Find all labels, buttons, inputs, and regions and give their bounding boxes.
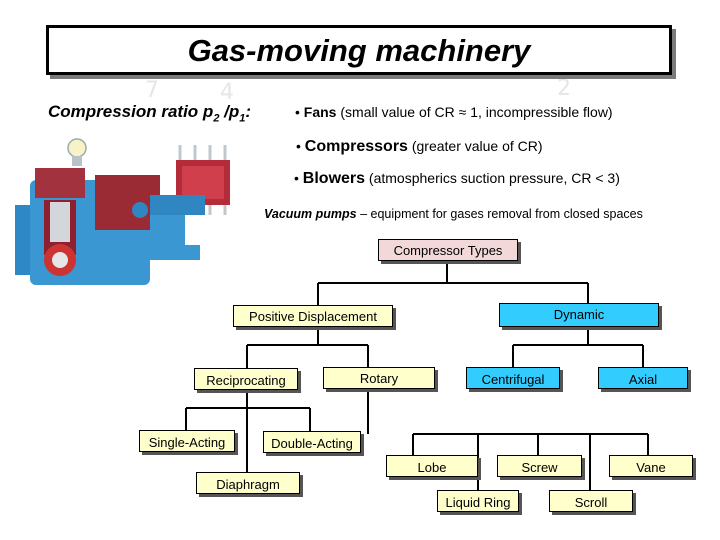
cr-sub1: 1 bbox=[239, 112, 246, 125]
node-lobe: Lobe bbox=[386, 455, 478, 477]
node-single-acting: Single-Acting bbox=[139, 430, 235, 452]
page-title: Gas-moving machinery bbox=[187, 33, 531, 68]
compressors-desc: (greater value of CR) bbox=[407, 138, 543, 154]
vacuum-term: Vacuum pumps bbox=[264, 207, 357, 221]
watermark-digit: 2 bbox=[557, 76, 571, 101]
blowers-desc: (atmospherics suction pressure, CR < 3) bbox=[365, 170, 620, 186]
node-dynamic: Dynamic bbox=[499, 303, 659, 327]
vacuum-line: Vacuum pumps – equipment for gases remov… bbox=[264, 207, 643, 221]
node-screw: Screw bbox=[497, 455, 582, 477]
node-vane: Vane bbox=[609, 455, 693, 477]
bulb-icon bbox=[67, 138, 87, 166]
cr-sub2: 2 bbox=[213, 112, 220, 125]
watermark-digit: 4 bbox=[220, 80, 234, 105]
compressors-term: Compressors bbox=[304, 138, 408, 155]
node-liquid-ring: Liquid Ring bbox=[437, 490, 519, 512]
fans-desc: (small value of CR ≈ 1, incompressible f… bbox=[336, 104, 613, 120]
bullet-icon: • bbox=[295, 104, 300, 120]
cr-slash: /p bbox=[219, 102, 240, 121]
bullet-icon: • bbox=[296, 138, 301, 154]
compressor-illustration bbox=[15, 138, 230, 285]
watermark-digit: 7 bbox=[145, 78, 159, 103]
cr-colon: : bbox=[245, 102, 252, 121]
node-positive-displacement: Positive Displacement bbox=[233, 305, 393, 327]
node-centrifugal: Centrifugal bbox=[466, 367, 560, 389]
compression-ratio-label: Compression ratio p2 /p1: bbox=[48, 102, 251, 124]
node-reciprocating: Reciprocating bbox=[194, 368, 298, 390]
fans-line: • Fans (small value of CR ≈ 1, incompres… bbox=[295, 104, 613, 120]
blowers-term: Blowers bbox=[302, 170, 366, 187]
fans-term: Fans bbox=[303, 104, 337, 120]
node-compressor-types: Compressor Types bbox=[378, 239, 518, 261]
title-box: Gas-moving machinery bbox=[46, 25, 672, 75]
node-scroll: Scroll bbox=[549, 490, 633, 512]
node-double-acting: Double-Acting bbox=[263, 431, 361, 453]
bullet-icon: • bbox=[294, 170, 299, 186]
cr-text: Compression ratio p bbox=[48, 102, 214, 121]
node-axial: Axial bbox=[598, 367, 688, 389]
node-diaphragm: Diaphragm bbox=[196, 472, 300, 494]
compressors-line: • Compressors (greater value of CR) bbox=[296, 138, 543, 156]
blowers-line: • Blowers (atmospherics suction pressure… bbox=[294, 170, 620, 188]
vacuum-desc: – equipment for gases removal from close… bbox=[356, 207, 643, 221]
node-rotary: Rotary bbox=[323, 367, 435, 389]
